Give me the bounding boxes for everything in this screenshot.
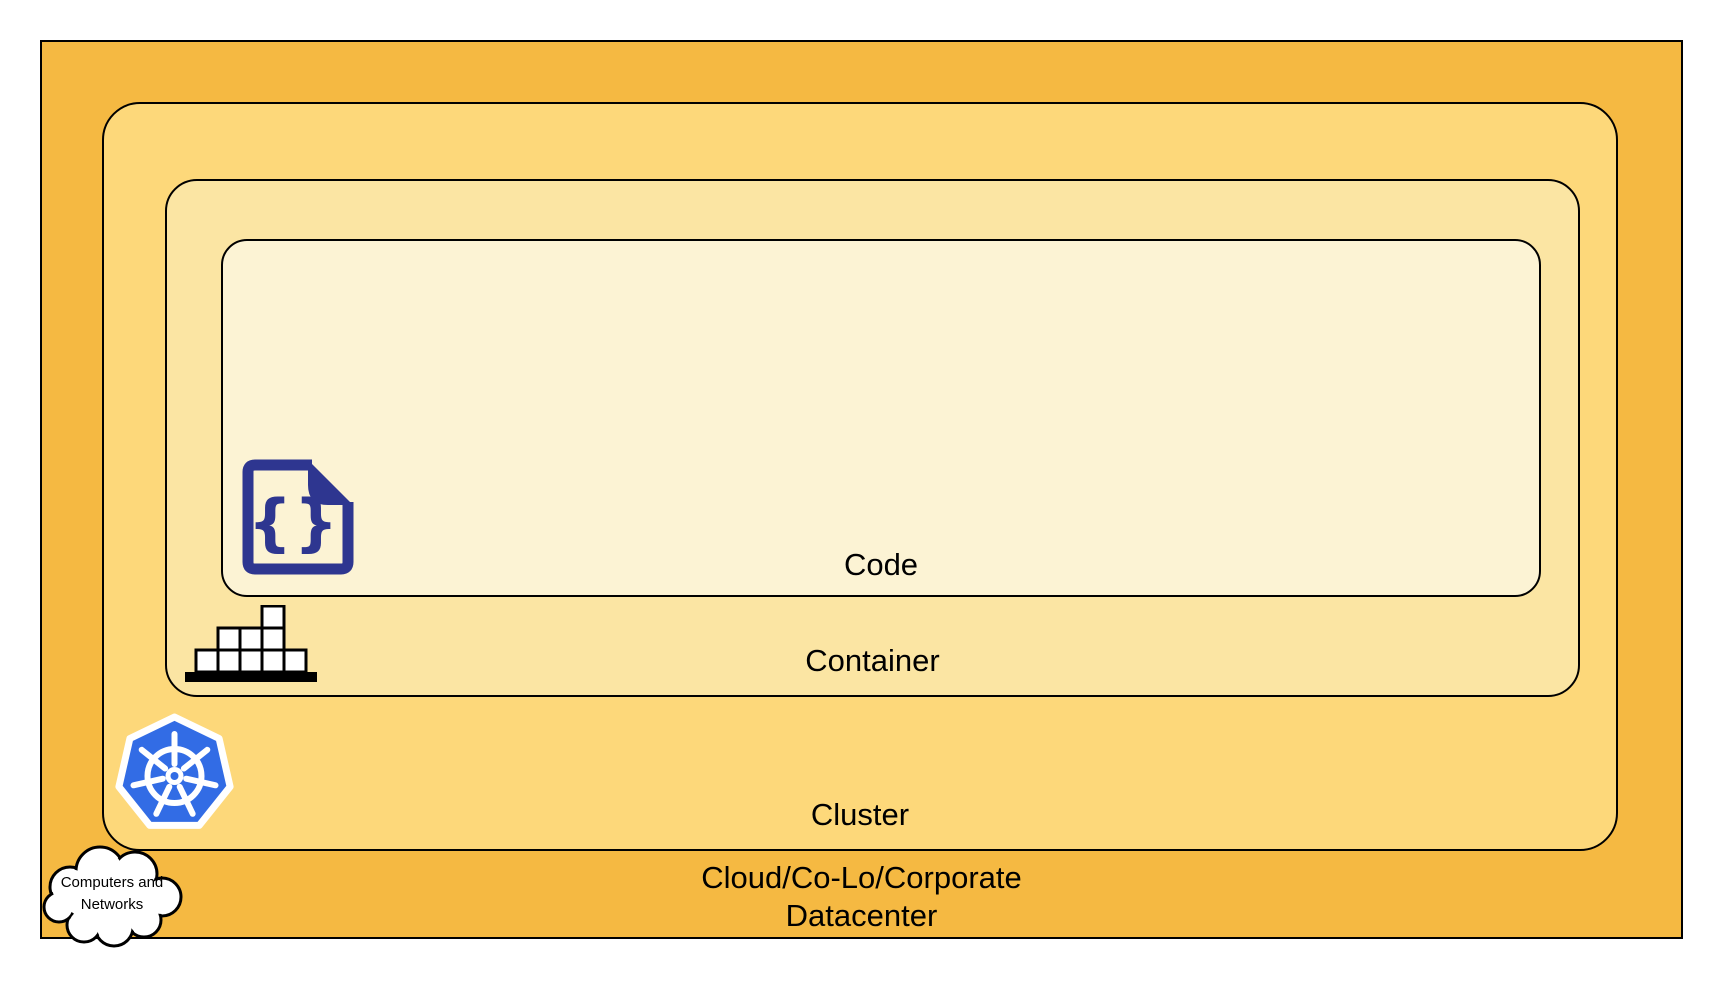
cloud-icon-svg: Computers and Networks xyxy=(42,845,183,948)
cloud-icon: Computers and Networks xyxy=(38,843,188,953)
blocks-grid xyxy=(194,605,308,674)
datacenter-label-line1: Cloud/Co-Lo/Corporate xyxy=(701,860,1022,895)
cluster-label: Cluster xyxy=(810,797,910,832)
code-file-icon: {} xyxy=(239,457,357,578)
blocks-base-bar xyxy=(185,672,317,682)
k8s-wheel-hub-center xyxy=(170,772,179,780)
cloud-interior xyxy=(46,849,179,944)
code-label: Code xyxy=(843,547,919,582)
container-blocks-svg xyxy=(185,605,317,682)
datacenter-label: Cloud/Co-Lo/Corporate Datacenter xyxy=(42,859,1681,935)
cloud-text-line1: Computers and xyxy=(61,874,164,891)
code-file-fold xyxy=(308,460,353,505)
kubernetes-icon-svg xyxy=(115,713,234,829)
code-layer-box: Code xyxy=(221,239,1541,597)
code-braces-glyph: {} xyxy=(248,486,340,559)
datacenter-label-line2: Datacenter xyxy=(785,898,938,933)
container-label: Container xyxy=(805,643,940,678)
k8s-wheel-ring xyxy=(144,746,205,806)
code-file-outline xyxy=(242,459,354,575)
cloud-text-line2: Networks xyxy=(81,896,144,913)
kubernetes-icon xyxy=(115,712,235,838)
code-file-icon-svg: {} xyxy=(242,459,354,575)
container-blocks-icon xyxy=(185,605,317,684)
